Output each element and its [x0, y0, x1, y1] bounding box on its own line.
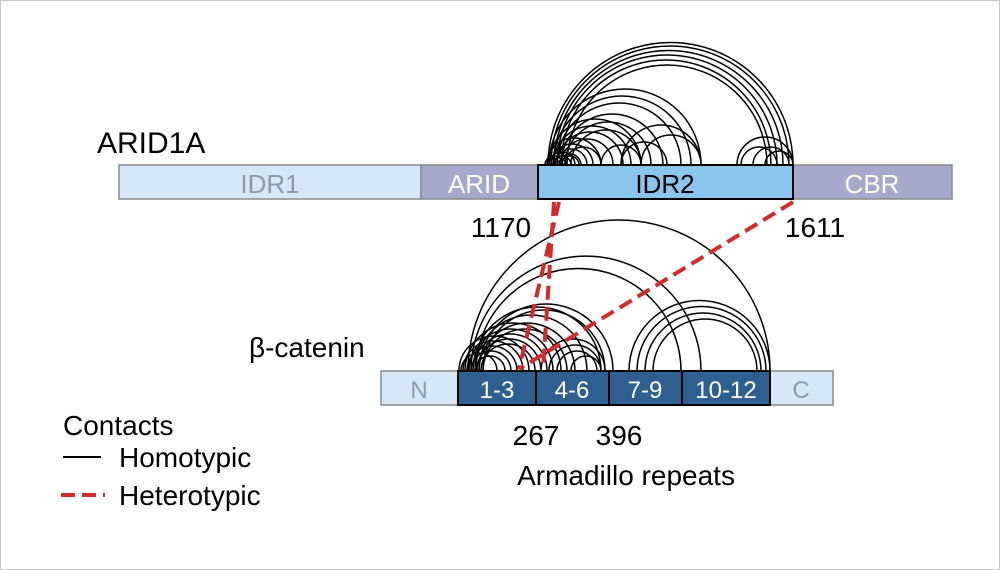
beta-catenin-homotypic-arc: [628, 299, 771, 372]
arid1a-residue-start: 1170: [471, 212, 531, 243]
arid1a-domain-idr2-label: IDR2: [635, 169, 694, 199]
arid1a-domain-cbr: [792, 164, 953, 200]
arid1a-homotypic-arc: [620, 124, 702, 166]
arid1a-label: ARID1A: [97, 127, 205, 160]
arid1a-homotypic-arc: [547, 41, 794, 166]
arid1a-domain-cbr-label: CBR: [845, 169, 900, 199]
beta-catenin-domain-n-label: N: [410, 377, 427, 404]
arid1a-homotypic-arc: [736, 136, 794, 166]
arid1a-homotypic-arc: [553, 49, 784, 166]
arid1a-homotypic-arc: [740, 146, 778, 166]
beta-catenin-homotypic-arc: [636, 305, 767, 372]
beta-catenin-bar: N 1-3 4-6 7-9 10-12 C: [380, 370, 834, 406]
beta-catenin-homotypic-arc: [464, 322, 562, 372]
arid1a-homotypic-arc: [620, 141, 668, 166]
arid1a-domain-idr1-label: IDR1: [240, 169, 299, 199]
heterotypic-contacts: [517, 200, 795, 371]
legend-title: Contacts: [63, 410, 174, 441]
beta-catenin-homotypic-arc: [652, 318, 758, 372]
beta-catenin-domain-c: [769, 370, 834, 406]
arid1a-domain-idr1: [118, 164, 422, 200]
legend: Contacts Homotypic Heterotypic: [61, 410, 261, 511]
legend-homotypic-label: Homotypic: [119, 442, 251, 473]
beta-catenin-residue-396: 396: [596, 420, 643, 451]
beta-catenin-domain-4-6-label: 4-6: [555, 377, 590, 404]
arid1a-homotypic-arc: [560, 138, 614, 166]
arid1a-homotypic-arc: [556, 54, 778, 166]
arid1a-homotypic-arc: [548, 88, 702, 166]
beta-catenin-homotypic-arc: [570, 355, 602, 372]
beta-catenin-homotypic-arc: [460, 352, 498, 372]
arid1a-homotypic-arcs: [544, 41, 794, 166]
beta-catenin-homotypic-arc: [475, 267, 682, 372]
arid1a-bar: IDR1 ARID IDR2 CBR: [118, 164, 953, 200]
beta-catenin-homotypic-arc: [548, 344, 602, 372]
beta-catenin-domain-10-12-label: 10-12: [695, 377, 756, 404]
arid1a-homotypic-arc: [570, 129, 642, 166]
beta-catenin-homotypic-arc: [458, 335, 530, 372]
arid1a-homotypic-arc: [556, 131, 624, 166]
arid1a-homotypic-arc: [548, 118, 642, 166]
legend-heterotypic-label: Heterotypic: [119, 480, 261, 511]
arid1a-domain-idr2: [537, 164, 794, 200]
arid1a-homotypic-arc: [560, 155, 580, 166]
beta-catenin-homotypic-arc: [482, 309, 606, 372]
beta-catenin-homotypic-arc: [468, 328, 554, 372]
beta-catenin-domain-1-3-label: 1-3: [480, 377, 515, 404]
arid1a-domain-arid-label: ARID: [448, 169, 510, 199]
beta-catenin-homotypic-arc: [467, 219, 771, 372]
beta-catenin-domain-7-9-label: 7-9: [628, 377, 663, 404]
arid1a-homotypic-arc: [548, 151, 576, 166]
armadillo-repeats-label: Armadillo repeats: [517, 460, 735, 491]
beta-catenin-domain-n: [380, 370, 459, 406]
beta-catenin-domain-1-3: [457, 370, 537, 406]
arid1a-homotypic-arc: [566, 64, 768, 166]
arid1a-domain-arid: [420, 164, 539, 200]
beta-catenin-domain-4-6: [535, 370, 610, 406]
beta-catenin-residue-267: 267: [513, 420, 560, 451]
arid1a-homotypic-arc: [600, 144, 642, 166]
beta-catenin-homotypic-arc: [466, 345, 518, 372]
beta-catenin-homotypic-arc: [470, 255, 702, 372]
heterotypic-contact-line: [517, 200, 795, 371]
arid1a-homotypic-arc: [764, 150, 794, 166]
arid1a-homotypic-arc: [546, 137, 602, 166]
arid1a-homotypic-arc: [552, 155, 572, 166]
arid1a-homotypic-arc: [550, 45, 790, 166]
beta-catenin-homotypic-arc: [644, 312, 762, 372]
beta-catenin-domain-c-label: C: [792, 377, 809, 404]
beta-catenin-label: β-catenin: [249, 332, 365, 363]
beta-catenin-homotypic-arcs: [458, 219, 771, 372]
heterotypic-contact-line: [541, 201, 556, 370]
beta-catenin-homotypic-arc: [470, 350, 512, 372]
arid1a-homotypic-arc: [544, 155, 564, 166]
beta-catenin-homotypic-arc: [556, 350, 598, 372]
arid1a-homotypic-arc: [752, 146, 790, 166]
arid1a-residue-end: 1611: [785, 212, 845, 243]
arid1a-homotypic-arc: [640, 134, 702, 166]
beta-catenin-domain-10-12: [681, 370, 771, 406]
